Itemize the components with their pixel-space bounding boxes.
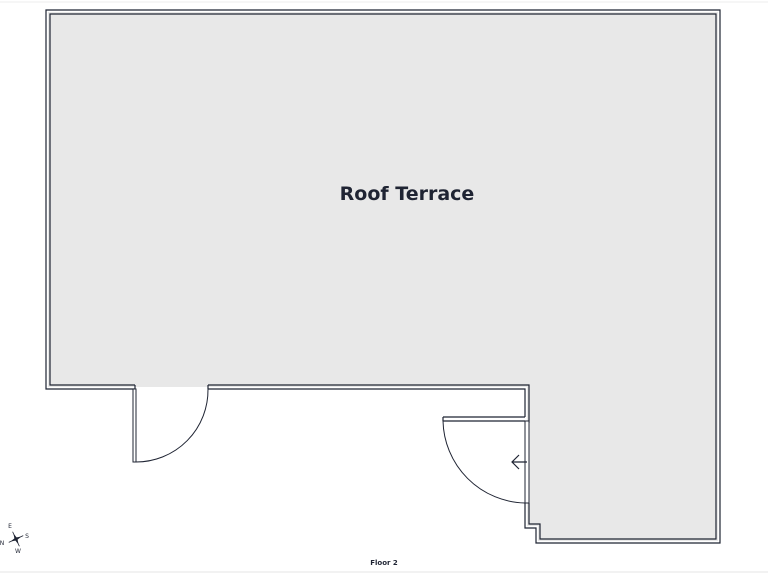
exterior-wall-inner-segment [208, 384, 530, 423]
door-leaf [132, 388, 137, 463]
room-label-roof-terrace: Roof Terrace [340, 183, 475, 205]
exterior-wall-segment [208, 388, 526, 417]
door-wall-stub [442, 416, 525, 422]
compass-rose-icon [8, 531, 24, 547]
entry-arrow-icon [511, 454, 527, 470]
door-right[interactable] [442, 416, 530, 504]
roof-terrace-room[interactable] [48, 12, 718, 541]
door-swing-arc [135, 388, 209, 463]
compass-north: N [0, 540, 4, 547]
floor-label: Floor 2 [370, 559, 398, 567]
compass-west: W [15, 548, 21, 555]
exterior-wall-inner [49, 13, 717, 540]
door-left[interactable] [132, 388, 209, 463]
compass-east: E [8, 523, 12, 530]
compass-south: S [25, 533, 29, 540]
door-swing-arc [442, 420, 526, 504]
compass: E N S W [0, 523, 29, 555]
exterior-wall-outer [45, 9, 721, 544]
